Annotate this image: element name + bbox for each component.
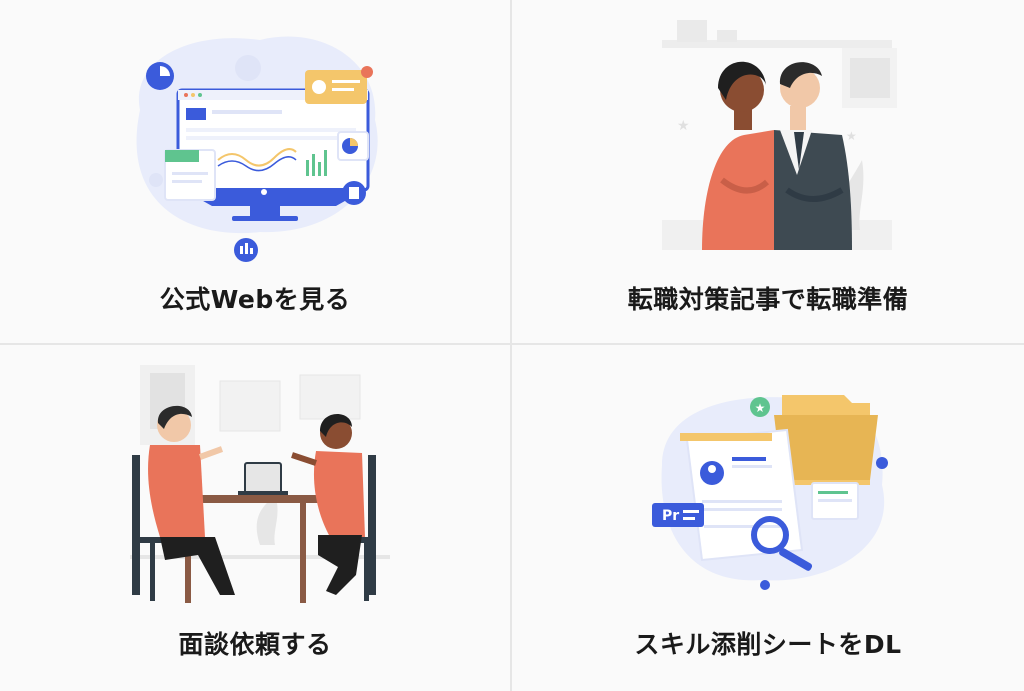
svg-text:★: ★ [755,401,766,415]
card-label: 転職対策記事で転職準備 [627,285,909,314]
card-label: 公式Webを見る [159,285,351,314]
card-career-articles[interactable]: ★ ★ 転職対策記事で転職準備 [512,0,1024,345]
meeting-icon [130,365,390,603]
card-official-web[interactable]: 公式Webを見る [0,0,512,345]
card-label: 面談依頼する [178,630,332,659]
card-label: スキル添削シートをDL [634,630,902,659]
resume-folder-icon: ★ Pr [652,395,888,590]
pr-badge-text: Pr [662,508,679,524]
business-people-icon: ★ ★ [662,20,897,250]
card-skill-sheet-download[interactable]: ★ Pr スキル添削シートをDL [512,345,1024,691]
svg-text:★: ★ [677,118,690,134]
monitor-dashboard-icon [136,36,378,262]
svg-text:★: ★ [846,129,857,143]
card-meeting-request[interactable]: 面談依頼する [0,345,512,691]
